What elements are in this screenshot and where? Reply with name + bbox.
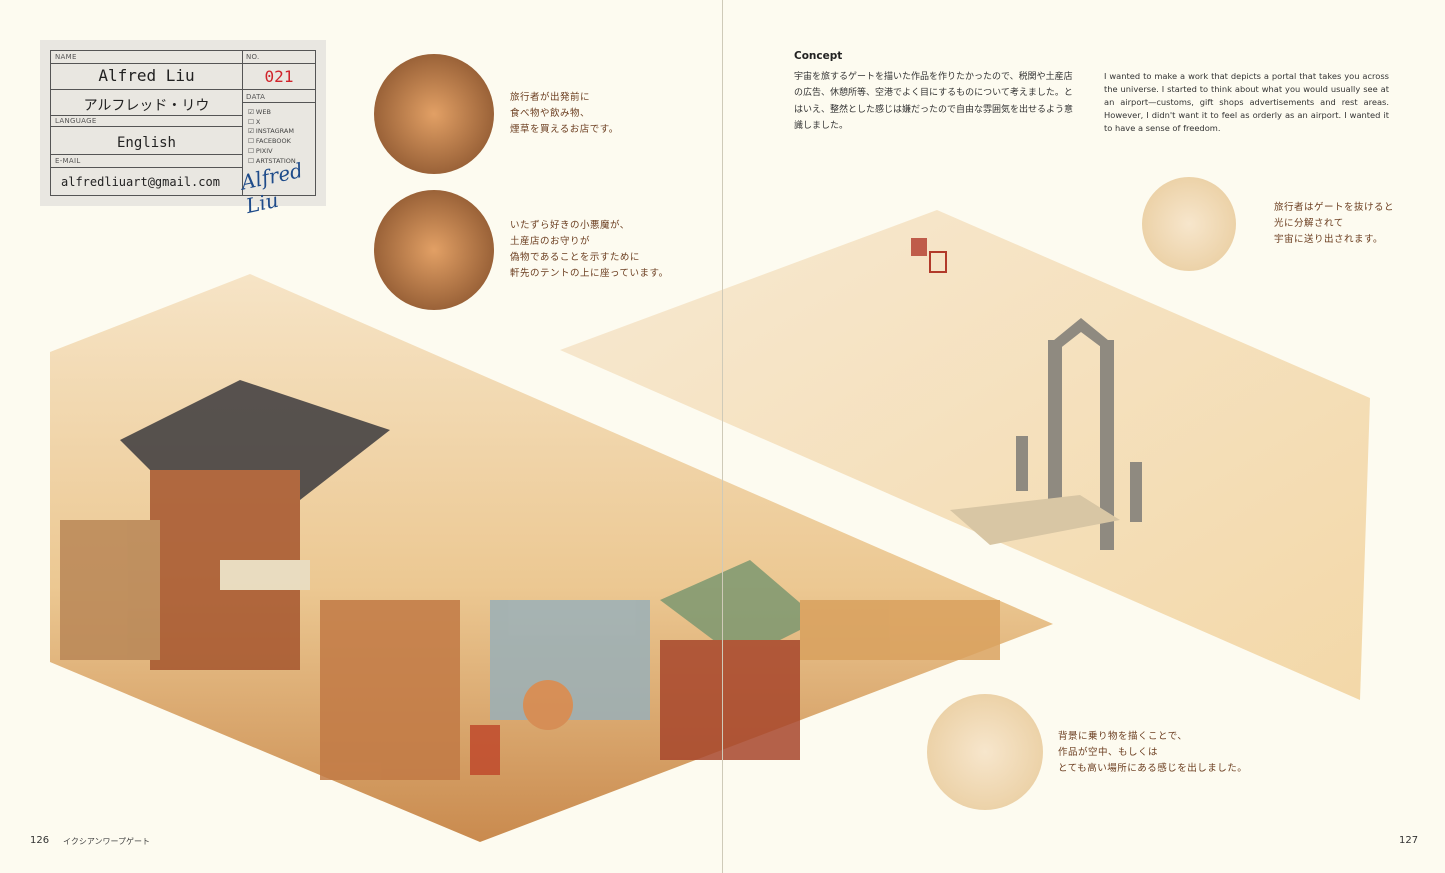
data-label: DATA xyxy=(246,93,266,101)
page-number-left: 126 xyxy=(30,835,50,846)
name-label: NAME xyxy=(55,53,77,61)
email-label: E-MAIL xyxy=(55,157,81,165)
seal-stamp xyxy=(911,238,927,256)
checkbox-artstation: ☐ ARTSTATION xyxy=(248,156,296,165)
checkbox-instagram: ☑ INSTAGRAM xyxy=(248,127,294,136)
running-title: イクシアンワープゲート xyxy=(63,837,151,846)
page-number-right: 127 xyxy=(1399,835,1419,846)
market-buildings xyxy=(60,380,1000,780)
vehicle-detail-circle xyxy=(927,694,1043,810)
number-label: NO. xyxy=(246,53,260,61)
caption-imp: いたずら好きの小悪魔が、土産店のお守りが偽物であることを示すために軒先のテントの… xyxy=(510,220,669,279)
caption-gate: 旅行者はゲートを抜けると光に分解されて宇宙に送り出されます。 xyxy=(1274,202,1395,245)
gate-illustration xyxy=(560,210,1370,700)
gate-structure xyxy=(950,318,1142,550)
imp-detail-circle xyxy=(374,190,494,310)
concept-japanese: 宇宙を旅するゲートを描いた作品を作りたかったので、税関や土産店の広告、休憩所等、… xyxy=(794,72,1074,131)
checkbox-pixiv: ☐ PIXIV xyxy=(248,146,273,155)
concept-heading: Concept xyxy=(794,50,843,62)
shop-detail-circle xyxy=(374,54,494,174)
concept-english: I wanted to make a work that depicts a p… xyxy=(1104,71,1389,133)
gate-detail-circle xyxy=(1142,177,1236,271)
language-label: LANGUAGE xyxy=(55,117,97,125)
checkbox-x: ☐ X xyxy=(248,117,261,126)
checkbox-facebook: ☐ FACEBOOK xyxy=(248,137,291,146)
page-gutter xyxy=(722,0,723,873)
artist-number: 021 xyxy=(264,67,294,86)
rabbit-stamp xyxy=(929,251,947,273)
profile-card: NAME Alfred Liu アルフレッド・リウ LANGUAGE Engli… xyxy=(40,40,326,218)
caption-shop: 旅行者が出発前に食べ物や飲み物、煙草を買えるお店です。 xyxy=(510,92,619,135)
language-value: English xyxy=(116,135,176,151)
artist-name: Alfred Liu xyxy=(98,66,195,85)
email-value: alfredliuart@gmail.com xyxy=(61,175,220,189)
caption-vehicle: 背景に乗り物を描くことで、作品が空中、もしくはとても高い場所にある感じを出しまし… xyxy=(1058,731,1248,774)
checkbox-web: ☑ WEB xyxy=(248,108,271,116)
artist-name-kana: アルフレッド・リウ xyxy=(83,98,210,114)
data-checklist: ☑ WEB ☐ X ☑ INSTAGRAM ☐ FACEBOOK ☐ PIXIV… xyxy=(248,108,296,166)
detail-circles xyxy=(374,54,1236,810)
